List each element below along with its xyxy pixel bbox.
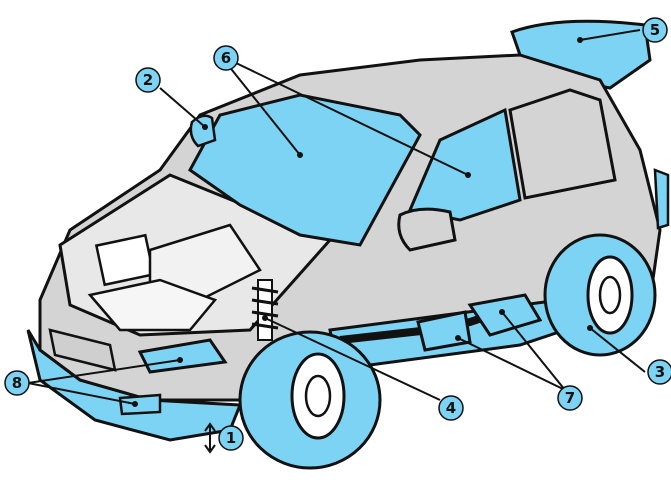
battery [96, 235, 153, 285]
callout-8-label: 8 [12, 374, 22, 392]
callout-4: 4 [439, 396, 463, 420]
callout-7-label: 7 [565, 389, 575, 407]
callout-4-label: 4 [446, 399, 456, 417]
callout-3-label: 3 [655, 363, 665, 381]
callout-7: 7 [558, 386, 582, 410]
ride-height-arrow-icon [205, 424, 215, 452]
callout-2-label: 2 [143, 71, 153, 89]
callout-3: 3 [648, 360, 671, 384]
callout-6-label: 6 [221, 49, 231, 67]
fog-light [120, 395, 160, 414]
callout-1-label: 1 [226, 429, 236, 447]
far-door-mirror [191, 116, 215, 146]
callout-6: 6 [214, 46, 238, 70]
callout-5-label: 5 [650, 21, 660, 39]
callout-1: 1 [219, 426, 243, 450]
front-wheel [240, 332, 380, 468]
rear-light [655, 170, 668, 228]
callout-5: 5 [643, 18, 667, 42]
callout-2: 2 [136, 68, 160, 92]
callout-8: 8 [5, 371, 29, 395]
rear-side-window [510, 90, 615, 198]
